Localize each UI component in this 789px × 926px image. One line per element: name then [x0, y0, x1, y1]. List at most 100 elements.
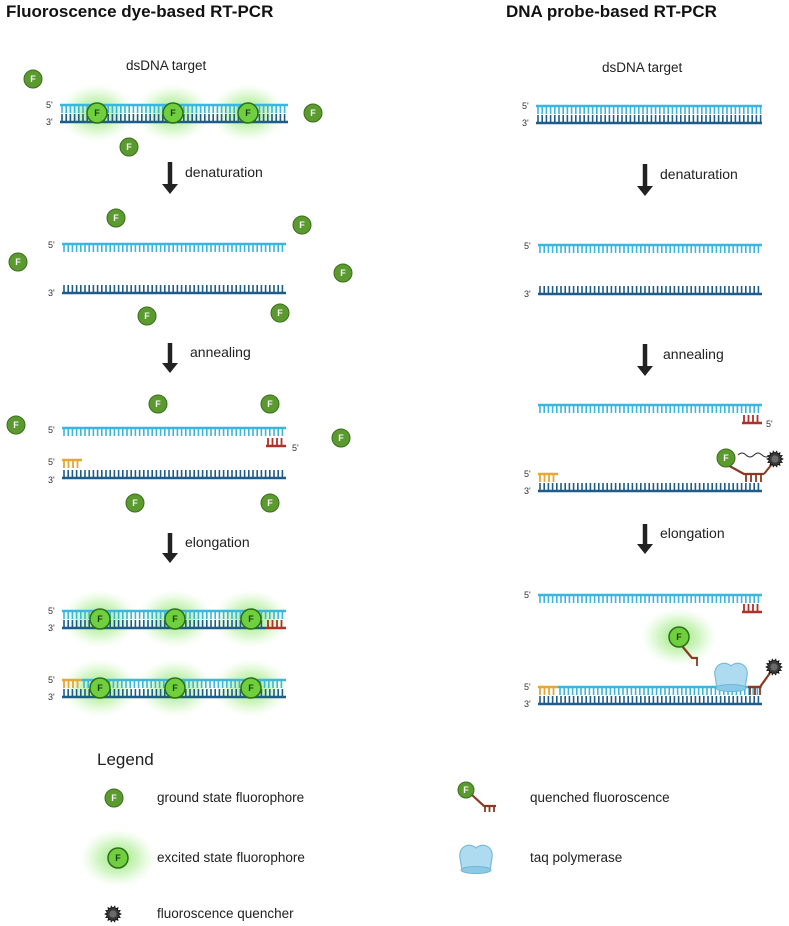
fluorophore-body: [162, 102, 184, 124]
fluorophore-letter: F: [248, 614, 254, 624]
fluorophore-letter: F: [155, 399, 161, 409]
legend-title: Legend: [97, 750, 154, 769]
taq-base: [715, 684, 747, 692]
strand-bases: [539, 405, 760, 413]
left-anneal-red-primer: [266, 438, 286, 448]
fluorophore-letter: F: [111, 793, 117, 803]
left-product2-excited-fluorophore-2: F: [164, 677, 186, 699]
legend-taq-label: taq polymerase: [530, 850, 622, 865]
legend-excited-fluorophore-icon: F: [107, 847, 129, 869]
fluorophore-body: [137, 306, 157, 326]
fluorophore-letter: F: [172, 614, 178, 624]
left-denat-fluorophore-6: F: [270, 303, 290, 323]
fluorophore-letter: F: [299, 220, 305, 230]
fluorophore-letter: F: [463, 785, 469, 795]
fluorophore-body: [164, 677, 186, 699]
right-elong-top-strand: [538, 593, 762, 603]
step-elongation-left: elongation: [185, 534, 250, 550]
fluorophore-letter: F: [172, 683, 178, 693]
left-denatured-top-strand: [62, 242, 286, 252]
left-free-fluorophore-1: F: [23, 69, 43, 89]
strand-bases: [537, 106, 762, 114]
quencher-center: [109, 910, 117, 918]
right-denatured-top-strand: [538, 243, 762, 253]
fluorophore-body: [260, 493, 280, 513]
left-anneal-top-strand: [62, 426, 286, 436]
step-elongation-right: elongation: [660, 525, 725, 541]
strand-bases: [63, 470, 284, 478]
title-right: DNA probe-based RT-PCR: [506, 2, 717, 21]
legend-quenched-label: quenched fluoroscence: [530, 790, 670, 805]
fluorophore-letter: F: [115, 853, 121, 863]
fluorophore-body: [6, 415, 26, 435]
three-prime-label: 3': [522, 118, 529, 128]
fluorophore-body: [457, 781, 475, 799]
primer-bases: [539, 474, 555, 482]
fluorophore-letter: F: [126, 142, 132, 152]
right-arrow-denaturation: [637, 164, 653, 196]
right-anneal-fluorophore: F: [716, 448, 736, 468]
fluorophore-letter: F: [338, 433, 344, 443]
fluorophore-body: [333, 263, 353, 283]
released-probe-stalk: [681, 645, 698, 660]
left-denat-fluorophore-5: F: [137, 306, 157, 326]
right-anneal-red-primer: [742, 415, 762, 425]
five-prime-label: 5': [48, 675, 55, 685]
arrow-head: [162, 184, 178, 194]
five-prime-label: 5': [48, 425, 55, 435]
fluorophore-letter: F: [144, 311, 150, 321]
fluorophore-letter: F: [15, 257, 21, 267]
right-denatured-bottom-strand: [538, 286, 762, 296]
left-anneal-orange-primer: [62, 458, 82, 468]
fluorophore-body: [164, 608, 186, 630]
fluorophore-body: [89, 608, 111, 630]
left-arrow-elongation: [162, 533, 178, 563]
left-free-fluorophore-3: F: [303, 103, 323, 123]
strand-bases: [63, 244, 284, 252]
fluorophore-letter: F: [113, 213, 119, 223]
fluorophore-letter: F: [267, 498, 273, 508]
fluorophore-body: [125, 493, 145, 513]
quencher-probe-stalk: [748, 672, 771, 689]
fluorophore-letter: F: [340, 268, 346, 278]
legend-taq-polymerase-icon: [459, 844, 493, 874]
left-anneal-fluorophore-5: F: [125, 493, 145, 513]
legend-ground-fluorophore-icon: F: [104, 788, 124, 808]
left-arrow-denaturation: [162, 162, 178, 194]
right-elong-bottom-strand: [538, 696, 762, 706]
right-elong-orange-primer: [538, 685, 558, 695]
step-denaturation-right: denaturation: [660, 166, 738, 182]
left-product2-excited-fluorophore-3: F: [240, 677, 262, 699]
fluorophore-body: [89, 677, 111, 699]
right-anneal-quencher-icon: [766, 450, 784, 468]
taq-base: [460, 866, 492, 874]
fluorophore-letter: F: [13, 420, 19, 430]
fluorophore-letter: F: [248, 683, 254, 693]
strand-bases: [539, 696, 760, 704]
quenched-fluorophore-icon: F: [457, 781, 475, 799]
three-prime-label: 3': [524, 699, 531, 709]
left-denat-fluorophore-1: F: [106, 208, 126, 228]
right-arrow-annealing: [637, 344, 653, 376]
fluorophore-body: [716, 448, 736, 468]
left-anneal-bottom-strand: [62, 470, 286, 480]
fluorophore-body: [104, 788, 124, 808]
left-product1-excited-fluorophore-2: F: [164, 608, 186, 630]
left-free-fluorophore-2: F: [119, 137, 139, 157]
taq-body: [714, 662, 748, 689]
step-annealing-left: annealing: [190, 344, 251, 360]
left-anneal-fluorophore-6: F: [260, 493, 280, 513]
left-denat-fluorophore-3: F: [8, 252, 28, 272]
legend-quencher-label: fluoroscence quencher: [157, 906, 294, 921]
left-product1-excited-fluorophore-3: F: [240, 608, 262, 630]
three-prime-label: 3': [48, 623, 55, 633]
left-target-excited-fluorophore-1: F: [86, 102, 108, 124]
fluorophore-letter: F: [676, 632, 682, 642]
right-target-top-strand: [536, 104, 762, 114]
fluorophore-body: [148, 394, 168, 414]
left-target-excited-fluorophore-2: F: [162, 102, 184, 124]
left-anneal-fluorophore-4: F: [331, 428, 351, 448]
arrow-head: [637, 186, 653, 196]
quench-squiggle-icon: [737, 452, 771, 458]
